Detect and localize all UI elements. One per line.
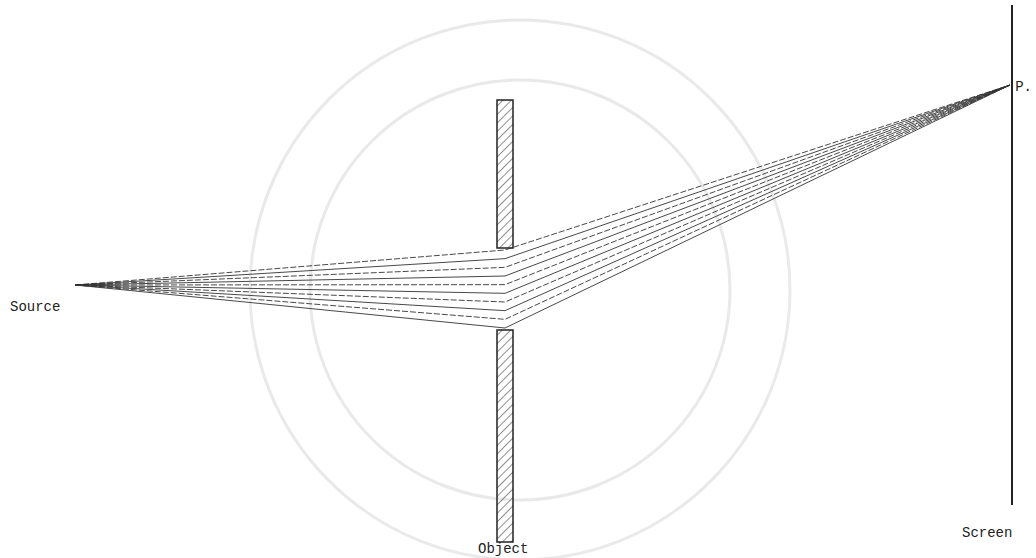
ray (75, 85, 1010, 328)
ray (75, 85, 1010, 311)
source-label: Source (10, 300, 60, 314)
ray (75, 85, 1010, 285)
ray (75, 85, 1010, 285)
barrier-bottom (497, 330, 513, 542)
ray (75, 85, 1010, 285)
point-label: P. (1015, 80, 1032, 94)
ray (75, 85, 1010, 302)
barrier-top (497, 100, 513, 248)
ray (75, 85, 1010, 285)
watermark-seal (250, 20, 790, 558)
screen-line (1011, 5, 1013, 505)
screen-label: Screen (962, 526, 1012, 540)
ray (75, 85, 1010, 319)
ray (75, 85, 1010, 285)
object-label: Object (478, 542, 528, 556)
ray (75, 85, 1010, 293)
light-rays (75, 85, 1010, 328)
